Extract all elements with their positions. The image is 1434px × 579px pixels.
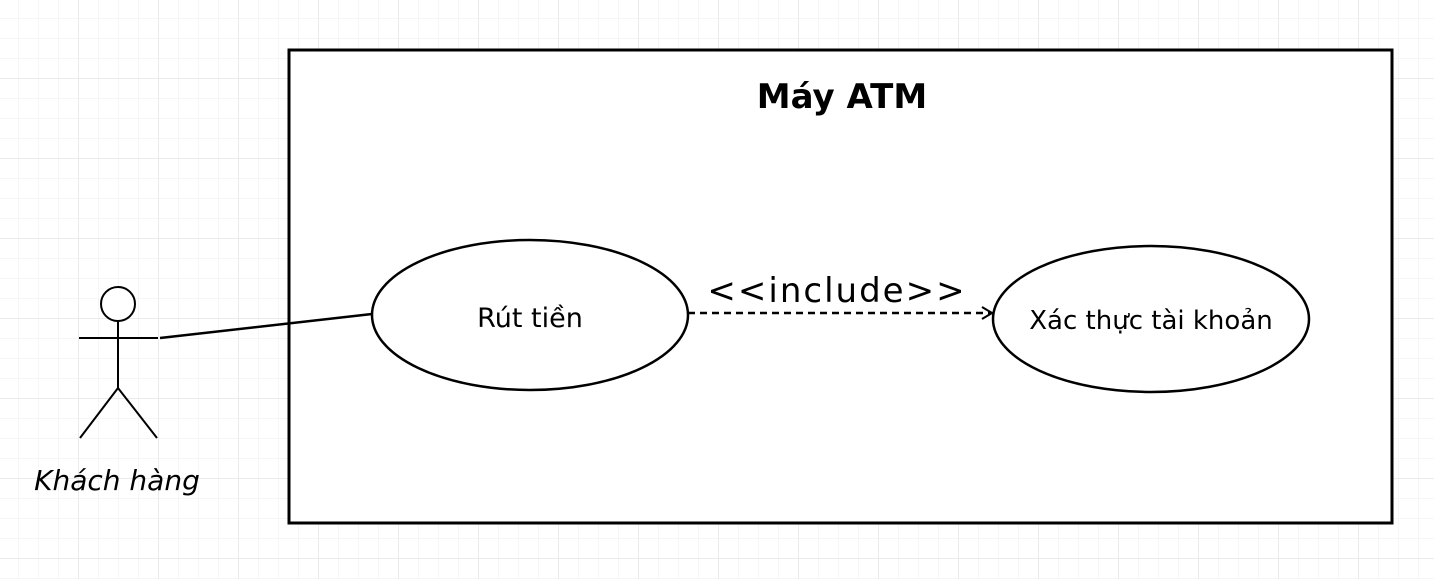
use-case-xac-thuc-label: Xác thực tài khoản	[1029, 306, 1272, 336]
system-title: Máy ATM	[757, 77, 927, 117]
use-case-rut-tien-label: Rút tiền	[477, 303, 583, 334]
actor-head	[100, 286, 136, 322]
actor-left-leg	[79, 387, 119, 439]
actor-label: Khách hàng	[34, 464, 200, 497]
association-line[interactable]	[159, 312, 373, 340]
use-case-rut-tien[interactable]	[370, 238, 690, 392]
include-stereotype-label: <<include>>	[707, 271, 966, 311]
actor-right-leg	[117, 387, 158, 439]
use-case-xac-thuc-tai-khoan[interactable]	[991, 244, 1311, 394]
actor-khach-hang[interactable]	[79, 286, 158, 439]
